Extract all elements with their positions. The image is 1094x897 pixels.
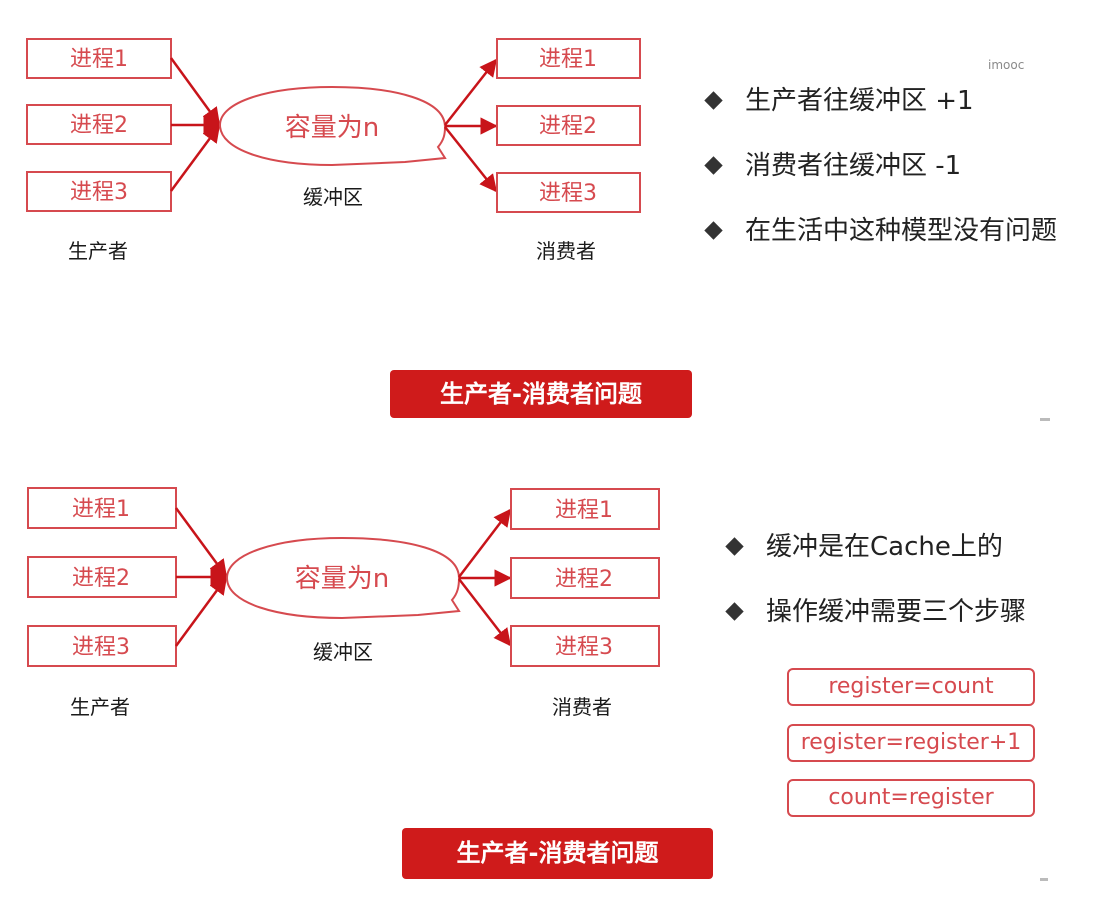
diamond-bullet-icon bbox=[704, 91, 723, 110]
consumer-box-2-label: 进程2 bbox=[555, 567, 613, 592]
producer-arrow-3 bbox=[174, 576, 228, 647]
consumer-box-1: 进程1 bbox=[510, 488, 660, 530]
bullet-item: 生产者往缓冲区 +1 bbox=[704, 84, 1057, 118]
bullet-text: 在生活中这种模型没有问题 bbox=[745, 216, 1058, 246]
watermark: imooc bbox=[988, 58, 1025, 72]
consumer-box-2: 进程2 bbox=[510, 557, 660, 599]
bullet-item: 在生活中这种模型没有问题 bbox=[704, 214, 1058, 248]
producer-box-3-label: 进程3 bbox=[70, 180, 128, 205]
consumer-box-3-label: 进程3 bbox=[539, 181, 597, 206]
producer-box-2: 进程2 bbox=[26, 104, 172, 145]
consumer-label: 消费者 bbox=[552, 695, 612, 719]
buffer-capacity-text: 容量为n bbox=[295, 564, 389, 594]
step-box-3: count=register bbox=[787, 779, 1035, 817]
consumer-box-3-label: 进程3 bbox=[555, 635, 613, 660]
step-box-2: register=register+1 bbox=[787, 724, 1035, 762]
corner-decoration bbox=[1040, 418, 1050, 421]
top-panel: 进程1 进程2 进程3 生产者 容量为n 缓冲区 进程1 bbox=[0, 0, 1094, 440]
consumer-box-1-label: 进程1 bbox=[555, 498, 613, 523]
buffer-label: 缓冲区 bbox=[303, 185, 363, 209]
slide-title-badge: 生产者-消费者问题 bbox=[402, 828, 713, 879]
buffer-label: 缓冲区 bbox=[313, 640, 373, 664]
consumer-box-3: 进程3 bbox=[510, 625, 660, 667]
consumer-box-2: 进程2 bbox=[496, 105, 641, 146]
consumer-arrow-3 bbox=[444, 126, 498, 193]
bullet-text: 生产者往缓冲区 +1 bbox=[745, 86, 974, 116]
bullet-item: 缓冲是在Cache上的 bbox=[725, 530, 1026, 564]
bullet-item: 消费者往缓冲区 -1 bbox=[704, 149, 1057, 183]
bullet-text: 缓冲是在Cache上的 bbox=[766, 532, 1003, 562]
producer-box-1: 进程1 bbox=[27, 487, 177, 529]
bullet-item: 操作缓冲需要三个步骤 bbox=[725, 595, 1027, 629]
bottom-panel: 进程1 进程2 进程3 生产者 容量为n 缓冲区 进程1 bbox=[0, 448, 1094, 897]
consumer-label: 消费者 bbox=[536, 239, 596, 263]
producer-box-1-label: 进程1 bbox=[72, 497, 130, 522]
producer-arrow-1 bbox=[174, 507, 228, 578]
producer-label: 生产者 bbox=[68, 239, 128, 263]
producer-box-1-label: 进程1 bbox=[70, 47, 128, 72]
diamond-bullet-icon bbox=[704, 221, 723, 240]
diamond-bullet-icon bbox=[704, 156, 723, 175]
buffer-bubble: 容量为n bbox=[225, 536, 461, 620]
buffer-capacity-text: 容量为n bbox=[285, 113, 379, 143]
producer-box-2: 进程2 bbox=[27, 556, 177, 598]
consumer-arrow-1 bbox=[444, 58, 498, 126]
top-diagram: 进程1 进程2 进程3 生产者 容量为n 缓冲区 进程1 bbox=[26, 38, 641, 263]
consumer-box-1-label: 进程1 bbox=[539, 47, 597, 72]
slide-title-badge: 生产者-消费者问题 bbox=[390, 370, 692, 418]
producer-box-3: 进程3 bbox=[26, 171, 172, 212]
diamond-bullet-icon bbox=[725, 602, 744, 621]
buffer-bubble: 容量为n bbox=[218, 85, 447, 167]
step-box-1: register=count bbox=[787, 668, 1035, 706]
diamond-bullet-icon bbox=[725, 537, 744, 556]
producer-box-3-label: 进程3 bbox=[72, 635, 130, 660]
producer-box-2-label: 进程2 bbox=[70, 113, 128, 138]
bottom-bullet-list: 缓冲是在Cache上的 操作缓冲需要三个步骤 bbox=[725, 530, 1027, 660]
top-bullet-list: 生产者往缓冲区 +1 消费者往缓冲区 -1 在生活中这种模型没有问题 bbox=[704, 84, 1058, 279]
producer-arrow-1 bbox=[169, 57, 221, 126]
consumer-box-3: 进程3 bbox=[496, 172, 641, 213]
consumer-box-2-label: 进程2 bbox=[539, 114, 597, 139]
consumer-arrow-1 bbox=[458, 508, 512, 578]
bullet-text: 操作缓冲需要三个步骤 bbox=[766, 597, 1027, 627]
bottom-diagram: 进程1 进程2 进程3 生产者 容量为n 缓冲区 进程1 bbox=[27, 487, 660, 719]
consumer-arrow-3 bbox=[458, 578, 512, 647]
corner-decoration bbox=[1040, 878, 1048, 881]
bullet-text: 消费者往缓冲区 -1 bbox=[745, 151, 962, 181]
producer-label: 生产者 bbox=[70, 695, 130, 719]
consumer-box-1: 进程1 bbox=[496, 38, 641, 79]
producer-box-1: 进程1 bbox=[26, 38, 172, 79]
producer-arrow-3 bbox=[169, 124, 221, 192]
producer-box-2-label: 进程2 bbox=[72, 566, 130, 591]
producer-box-3: 进程3 bbox=[27, 625, 177, 667]
